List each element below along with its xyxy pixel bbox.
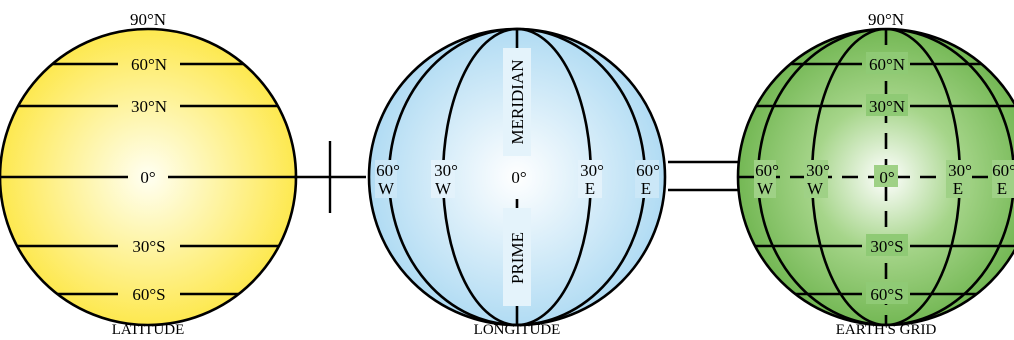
longitude-label-60w: 60° (376, 161, 400, 180)
latitude-globe: 90°N 60°N 30°N 0° 30°S 60°S LATITUDE (0, 10, 298, 338)
longitude-label-30e: 30° (580, 161, 604, 180)
longitude-label-30w: 30° (434, 161, 458, 180)
longitude-label-60e: 60° (636, 161, 660, 180)
grid-label-60w: 60° (755, 161, 779, 180)
longitude-sphere (369, 29, 665, 325)
prime-label: PRIME (508, 232, 527, 284)
latitude-label-0: 0° (140, 168, 155, 187)
meridian-label: MERIDIAN (508, 60, 527, 145)
latitude-label-90n: 90°N (130, 10, 166, 29)
grid-label-60w-dir: W (757, 179, 774, 198)
grid-label-30e-dir: E (953, 179, 963, 198)
longitude-label-60e-dir: E (641, 179, 651, 198)
grid-label-30w: 30° (806, 161, 830, 180)
longitude-label-30e-dir: E (585, 179, 595, 198)
latitude-sphere (0, 29, 296, 325)
earth-grid-globe: 90°N 60°N 30°N 0° 30°S 60°S 60° W 30° W … (736, 10, 1014, 338)
earth-grid-caption: EARTH'S GRID (836, 322, 937, 338)
latitude-caption: LATITUDE (112, 322, 184, 338)
grid-label-60n: 60°N (869, 55, 905, 74)
grid-label-60s: 60°S (870, 285, 903, 304)
latitude-label-60s: 60°S (132, 285, 165, 304)
grid-label-30s: 30°S (870, 237, 903, 256)
longitude-label-60w-dir: W (378, 179, 395, 198)
latitude-label-30n: 30°N (131, 97, 167, 116)
longitude-globe: MERIDIAN PRIME 60° W 30° W 0° 30° E 60° … (367, 27, 667, 338)
latitude-label-60n: 60°N (131, 55, 167, 74)
equals-sign (668, 160, 744, 192)
grid-label-30n: 30°N (869, 97, 905, 116)
longitude-label-30w-dir: W (435, 179, 452, 198)
latitude-label-30s: 30°S (132, 237, 165, 256)
grid-label-60e-dir: E (997, 179, 1007, 198)
longitude-caption: LONGITUDE (474, 322, 561, 338)
grid-label-30e: 30° (948, 161, 972, 180)
plus-sign (294, 141, 366, 213)
longitude-label-0: 0° (511, 168, 526, 187)
grid-label-30w-dir: W (807, 179, 824, 198)
grid-label-0: 0° (879, 168, 894, 187)
grid-label-90n: 90°N (868, 10, 904, 29)
grid-label-60e: 60° (992, 161, 1014, 180)
